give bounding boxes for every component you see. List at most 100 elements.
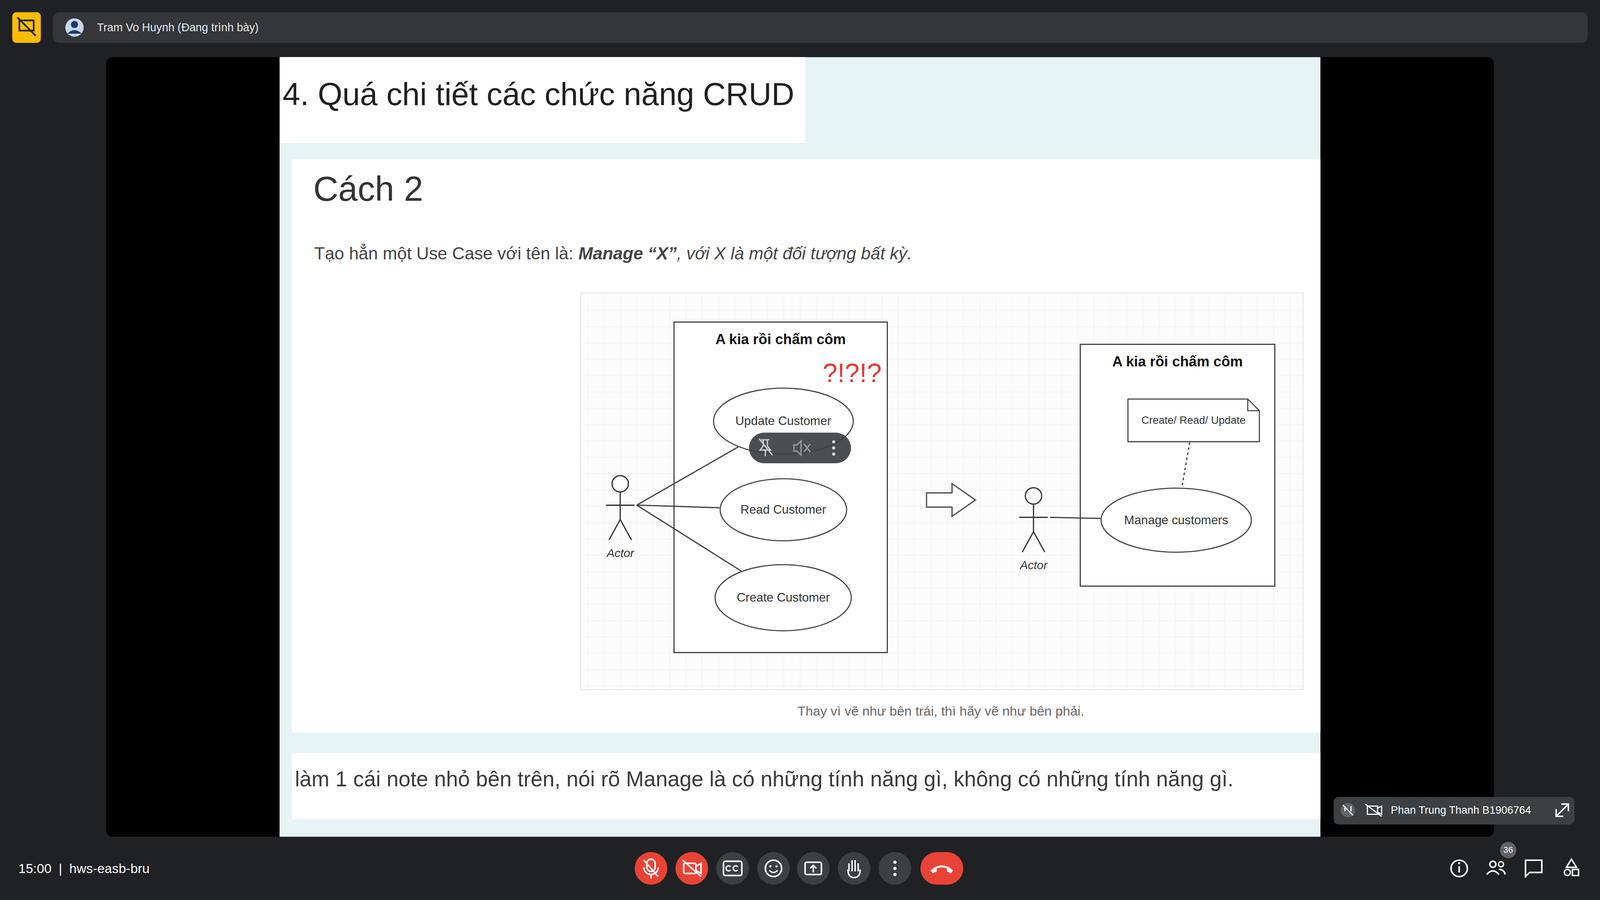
- icon-shape: [67, 30, 82, 34]
- system-title: A kia rồi chấm côm: [1080, 344, 1275, 371]
- participant-tile: [1333, 796, 1575, 825]
- note-panel: [291, 753, 1321, 820]
- association-line: [636, 446, 739, 506]
- ellipse-shape: [1100, 487, 1252, 552]
- system-title: A kia rồi chấm côm: [674, 322, 887, 349]
- icon-shape: [893, 866, 897, 870]
- count-badge: [1500, 841, 1517, 859]
- end-call-button: [920, 851, 964, 885]
- presenter-bar: [53, 12, 1588, 43]
- use-case-name: Create Customer: [736, 590, 831, 606]
- icon-shape: [1365, 803, 1382, 817]
- icon-shape: [805, 862, 822, 875]
- association-line: [1050, 517, 1101, 519]
- icon-shape: [726, 865, 738, 871]
- icon-shape: [1498, 861, 1504, 867]
- participant-name: Phan Trung Thanh B1906764: [1390, 803, 1531, 817]
- note-fold: [1247, 399, 1260, 411]
- info-icon: [1451, 860, 1468, 877]
- stick-figure: [1017, 486, 1050, 559]
- participant-count: 36: [1503, 844, 1514, 856]
- use-case-ellipse: Update Customer: [712, 387, 854, 455]
- figure-body: [606, 491, 635, 540]
- association-line: [636, 505, 720, 508]
- content-panel: [291, 159, 1321, 733]
- diagram-grid: [580, 292, 1303, 690]
- ellipse-shape: [715, 564, 852, 631]
- avatar: [65, 18, 84, 37]
- note-text: Create/ Read/ Update: [1141, 414, 1246, 427]
- icon-shape: [1572, 869, 1579, 876]
- text-row: Tạo hẳn một Use Case với tên là:Manage “…: [314, 242, 913, 264]
- icon-shape: [893, 873, 897, 877]
- transform-arrow: [926, 483, 976, 517]
- overlay-pill: [748, 432, 851, 464]
- ellipse-shape: [719, 478, 847, 542]
- captions-button: [716, 851, 750, 885]
- actor-label: Actor: [1017, 558, 1050, 573]
- actor-figure: Actor: [603, 474, 637, 563]
- mic-button: [634, 851, 668, 885]
- emoji-button: [757, 851, 790, 885]
- body-text: , với X là một đối tượng bất kỳ.: [676, 242, 912, 264]
- use-case-name: Manage customers: [1124, 512, 1229, 528]
- present-button: [796, 851, 830, 885]
- icon-shape: [810, 865, 817, 873]
- icon-shape: [682, 860, 702, 877]
- clock-time: 15:00: [18, 860, 52, 877]
- icon-shape: [1556, 803, 1569, 817]
- note-connector: [1182, 442, 1190, 488]
- icon-shape: [71, 21, 79, 29]
- icon-shape: [1342, 805, 1354, 816]
- note-text: làm 1 cái note nhỏ bên trên, nói rõ Mana…: [294, 766, 1234, 793]
- activities-icon: [1566, 859, 1577, 868]
- use-case-name: Update Customer: [735, 413, 832, 429]
- diagram-caption: Thay vì vẽ như bên trái, thì hãy vẽ như …: [797, 703, 1084, 720]
- menu-dot: [832, 440, 836, 444]
- icon-shape: [765, 860, 782, 877]
- figure-head: [612, 475, 629, 492]
- camera-button: [675, 851, 709, 885]
- exclamation-mark: ?!?!?: [822, 357, 882, 390]
- slide-subheading: Cách 2: [313, 168, 424, 211]
- actor-label: Actor: [603, 546, 637, 561]
- people-icon: [1489, 861, 1497, 868]
- presentation-area: [106, 57, 1495, 837]
- figure-body: [1019, 503, 1049, 552]
- pin-off-icon: [759, 438, 773, 456]
- diagram-area: [580, 292, 1303, 690]
- meeting-code: hws-easb-bru: [69, 860, 150, 877]
- separator: |: [58, 860, 63, 877]
- system-fill: [673, 321, 888, 654]
- presenting-icon: [12, 12, 41, 43]
- more-button: [878, 851, 912, 885]
- icon-shape: [1458, 862, 1461, 865]
- icon-shape: [1486, 869, 1506, 875]
- icon-shape: [723, 861, 742, 876]
- use-case-ellipse: Create Customer: [714, 564, 852, 632]
- icon-shape: [1564, 869, 1571, 876]
- body-text: Tạo hẳn một Use Case với tên là:: [314, 242, 574, 264]
- icon-shape: [930, 865, 953, 874]
- icon-shape: [683, 863, 696, 874]
- system-boundary: A kia rồi chấm cômCreate/ Read/ UpdateMa…: [1079, 343, 1276, 587]
- icon-shape: [1458, 866, 1460, 873]
- slide-background: [279, 57, 1321, 837]
- icon-shape: [769, 870, 778, 873]
- body-emphasis: Manage “X”: [578, 242, 677, 264]
- chat-icon: [1525, 860, 1542, 877]
- icon-shape: [769, 865, 772, 868]
- menu-dot: [832, 452, 836, 456]
- icon-shape: [893, 860, 897, 864]
- hand-button: [837, 851, 871, 885]
- note-box: Create/ Read/ Update: [1127, 398, 1261, 443]
- menu-dot: [832, 446, 836, 450]
- text-row: 15:00 | hws-easb-bru: [18, 860, 150, 877]
- stick-figure: [603, 474, 637, 547]
- icon-shape: [848, 860, 861, 878]
- figure-head: [1025, 487, 1042, 505]
- use-case-ellipse: Manage customers: [1100, 487, 1252, 553]
- use-case-ellipse: Read Customer: [719, 478, 848, 542]
- mute-icon: [793, 440, 811, 456]
